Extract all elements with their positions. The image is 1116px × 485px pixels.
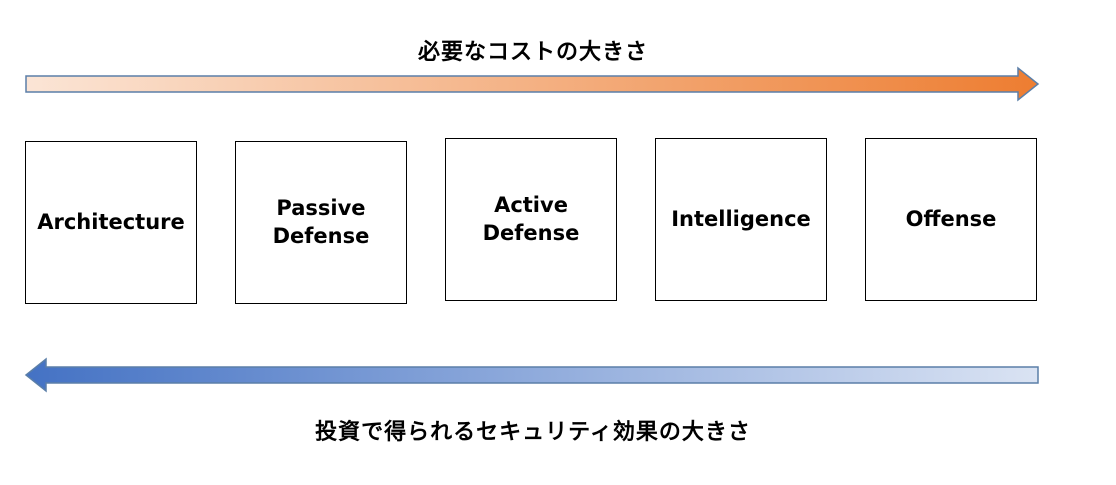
stage-label: Architecture (37, 209, 185, 234)
stage-box-intelligence: Intelligence (655, 138, 827, 301)
cost-arrow (25, 66, 1040, 102)
stage-box-architecture: Architecture (25, 141, 197, 304)
stage-box-offense: Offense (865, 138, 1037, 301)
cost-caption: 必要なコストの大きさ (417, 40, 648, 65)
stage-label: Passive Defense (272, 196, 370, 248)
stage-label: Active Defense (482, 193, 580, 245)
effect-caption: 投資で得られるセキュリティ効果の大きさ (315, 420, 751, 445)
stage-label: Intelligence (671, 206, 811, 231)
stage-box-active-defense: Active Defense (445, 138, 617, 301)
effect-arrow (24, 357, 1039, 393)
stage-box-passive-defense: Passive Defense (235, 141, 407, 304)
stage-label: Offense (905, 206, 997, 231)
